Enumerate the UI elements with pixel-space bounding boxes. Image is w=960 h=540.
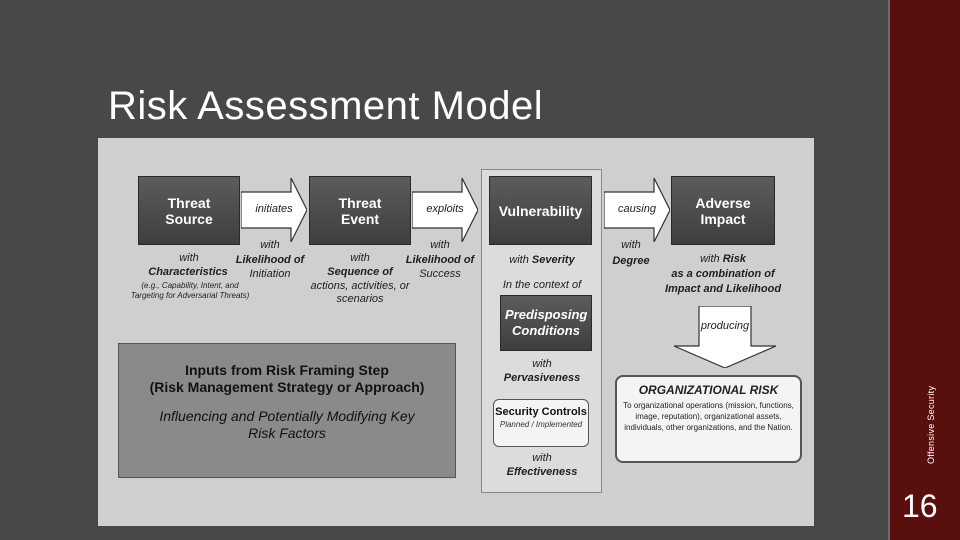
impact-likelihood-label: Impact and Likelihood xyxy=(664,283,782,295)
degree-label: Degree xyxy=(612,255,650,267)
adverse-impact-box: Adverse Impact xyxy=(671,176,775,245)
initiation-likelihood-label: Likelihood of xyxy=(235,254,305,266)
characteristics-detail-label: (e.g., Capability, Intent, and Targeting… xyxy=(130,281,250,300)
pervasiveness-label: Pervasiveness xyxy=(503,372,581,384)
exploits-arrow: exploits xyxy=(412,178,478,242)
threat-source-with-label: with xyxy=(179,252,199,264)
success-likelihood-label: Likelihood of xyxy=(405,254,475,266)
inputs-subtitle: Influencing and Potentially Modifying Ke… xyxy=(159,408,415,441)
threat-source-box: Threat Source xyxy=(138,176,240,245)
combination-label: as a combination of xyxy=(671,268,775,280)
sequence-label: Sequence of xyxy=(327,266,393,278)
success-with-label: with xyxy=(430,239,450,251)
context-label: In the context of xyxy=(502,279,582,291)
inputs-title-line2: (Risk Management Strategy or Approach) xyxy=(149,379,425,395)
security-controls-subtitle: Planned / Implemented xyxy=(499,420,583,429)
vulnerability-box: Vulnerability xyxy=(489,176,592,245)
page-number: 16 xyxy=(902,488,938,524)
security-controls-box: Security Controls Planned / Implemented xyxy=(493,399,589,447)
inputs-from-risk-framing-box: Inputs from Risk Framing Step (Risk Mana… xyxy=(118,343,456,478)
security-controls-title: Security Controls xyxy=(495,406,587,418)
risk-label: with Risk xyxy=(700,253,746,265)
risk-model-diagram: Threat Source Threat Event Vulnerability… xyxy=(98,138,814,526)
sequence-rest-label: actions, activities, or scenarios xyxy=(310,280,410,305)
pervasiveness-with-label: with xyxy=(532,358,552,370)
threat-event-with-label: with xyxy=(350,252,370,264)
predisposing-conditions-box: Predisposing Conditions xyxy=(500,295,592,351)
initiates-arrow: initiates xyxy=(241,178,307,242)
characteristics-label: Characteristics xyxy=(148,266,228,278)
initiation-word-label: Initiation xyxy=(249,268,291,280)
producing-arrow: producing xyxy=(674,306,776,368)
organizational-risk-description: To organizational operations (mission, f… xyxy=(623,401,794,432)
sidebar-panel xyxy=(890,0,960,540)
effectiveness-label: Effectiveness xyxy=(506,466,578,478)
slide-title: Risk Assessment Model xyxy=(108,84,544,128)
effectiveness-with-label: with xyxy=(532,452,552,464)
causing-arrow: causing xyxy=(604,178,670,242)
sidebar-divider xyxy=(888,0,890,540)
degree-with-label: with xyxy=(621,239,641,251)
initiation-with-label: with xyxy=(260,239,280,251)
threat-event-box: Threat Event xyxy=(309,176,411,245)
organizational-risk-title: ORGANIZATIONAL RISK xyxy=(638,383,779,397)
severity-label: with Severity xyxy=(509,254,575,266)
organizational-risk-box: ORGANIZATIONAL RISK To organizational op… xyxy=(615,375,802,463)
inputs-title-line1: Inputs from Risk Framing Step xyxy=(185,362,389,378)
success-word-label: Success xyxy=(419,268,461,280)
